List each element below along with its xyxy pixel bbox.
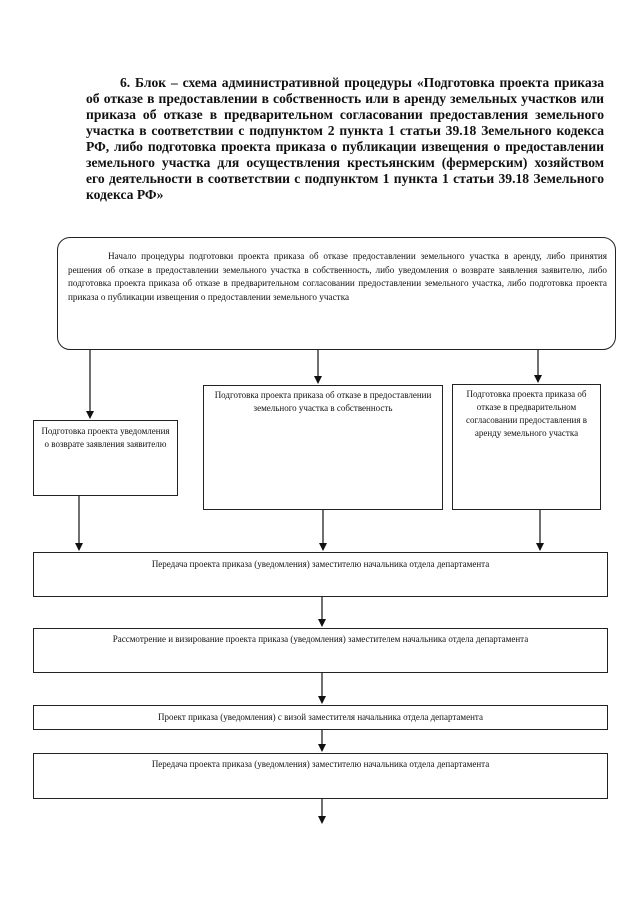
transfer-2-text: Передача проекта приказа (уведомления) з…: [151, 759, 490, 769]
transfer-node-2: Передача проекта приказа (уведомления) з…: [33, 753, 608, 799]
visa-node: Проект приказа (уведомления) с визой зам…: [33, 705, 608, 730]
review-node: Рассмотрение и визирование проекта прика…: [33, 628, 608, 673]
return-notice-text: Подготовка проекта уведомления о возврат…: [41, 426, 170, 449]
start-node: Начало процедуры подготовки проекта прик…: [57, 237, 616, 350]
ownership-refusal-node: Подготовка проекта приказа об отказе в п…: [203, 385, 443, 510]
preliminary-refusal-text: Подготовка проекта приказа об отказе в п…: [466, 389, 587, 438]
visa-text: Проект приказа (уведомления) с визой зам…: [158, 712, 483, 722]
preliminary-refusal-node: Подготовка проекта приказа об отказе в п…: [452, 384, 601, 510]
diagram-title: 6. Блок – схема административной процеду…: [86, 75, 604, 202]
return-notice-node: Подготовка проекта уведомления о возврат…: [33, 420, 178, 496]
ownership-refusal-text: Подготовка проекта приказа об отказе в п…: [214, 390, 432, 413]
start-node-text: Начало процедуры подготовки проекта прик…: [68, 251, 607, 302]
review-text: Рассмотрение и визирование проекта прика…: [112, 634, 529, 644]
transfer-node: Передача проекта приказа (уведомления) з…: [33, 552, 608, 597]
transfer-text: Передача проекта приказа (уведомления) з…: [151, 559, 490, 569]
